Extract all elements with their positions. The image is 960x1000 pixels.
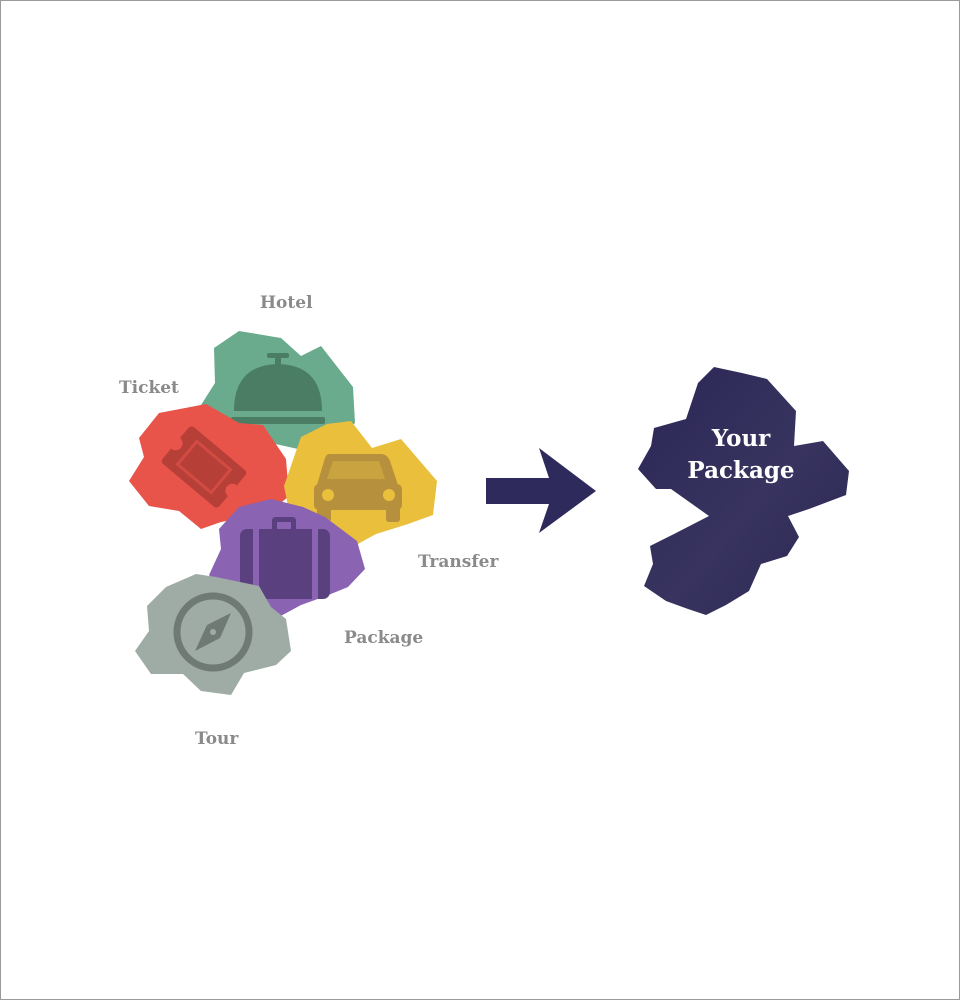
arrow-shape (486, 448, 596, 533)
service-bell-icon (231, 353, 325, 424)
ticket-label: Ticket (119, 378, 179, 398)
transfer-label: Transfer (418, 552, 499, 572)
result-title-line1: Your (711, 425, 771, 452)
compass-icon (173, 592, 253, 672)
transfer-piece (284, 421, 437, 545)
arrow-right-icon (486, 448, 596, 533)
suitcase-icon (240, 517, 330, 599)
hotel-piece (201, 331, 355, 449)
tour-label: Tour (195, 729, 239, 749)
result-title-line2: Package (687, 457, 794, 484)
tour-piece (135, 574, 291, 695)
hotel-label: Hotel (260, 293, 313, 313)
result-piece: Your Package (638, 367, 849, 615)
package-label: Package (344, 628, 423, 648)
car-icon (314, 454, 402, 522)
ticket-icon (161, 426, 247, 508)
ticket-piece (129, 404, 289, 529)
result-blob (638, 367, 849, 615)
